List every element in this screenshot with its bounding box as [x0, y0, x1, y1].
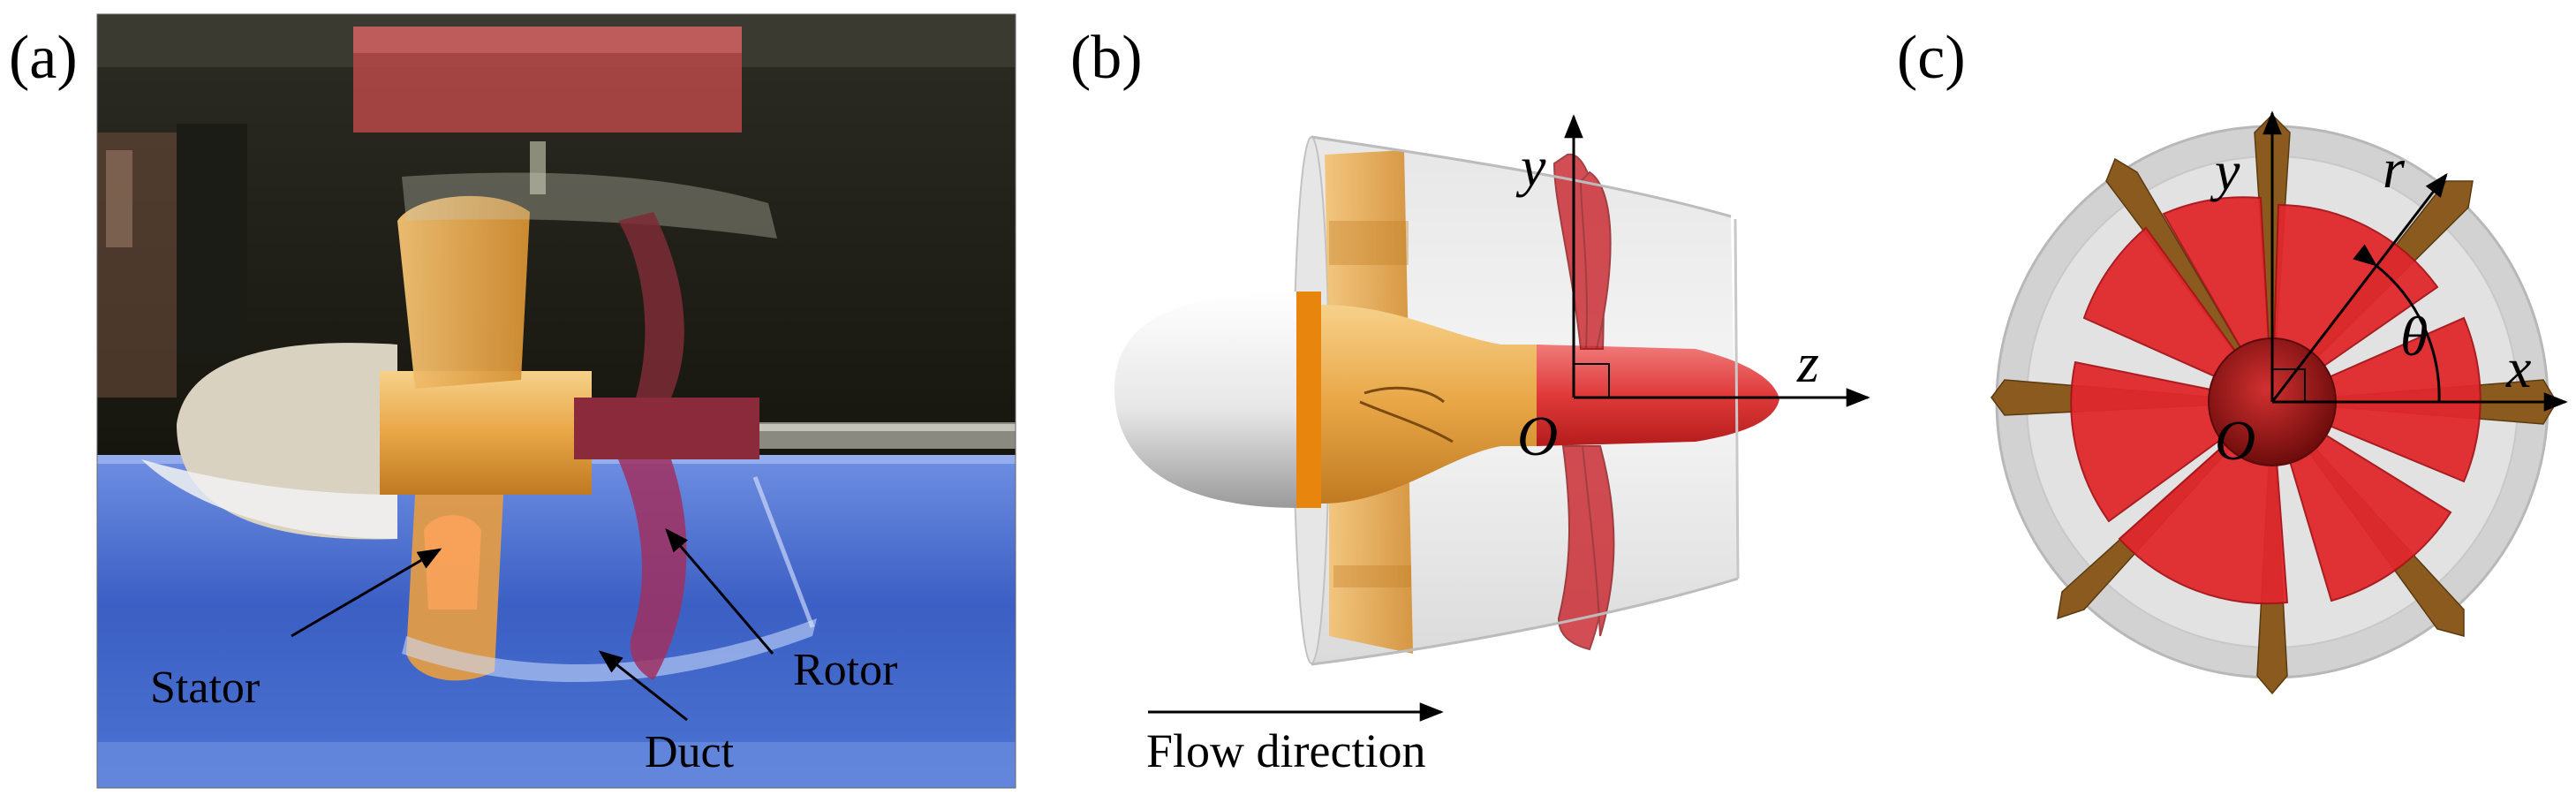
theta-label-c: θ: [2400, 305, 2428, 367]
rotor-label: Rotor: [793, 645, 897, 695]
flow-direction-label: Flow direction: [1146, 724, 1425, 777]
test-rig-photo: [97, 14, 1016, 788]
nose-cone-body: [1114, 292, 1316, 508]
x-axis-label-c: x: [2505, 337, 2531, 399]
duct-upper: [402, 172, 777, 239]
theta-arc: [2353, 244, 2441, 403]
stator-hub-body: [1321, 305, 1541, 504]
y-axis-label-b: y: [1515, 135, 1546, 198]
z-axis-label-b: z: [1796, 331, 1819, 394]
rotor-blade-upper: [618, 212, 684, 398]
rotor-hub: [574, 398, 759, 459]
rotor-blade-lower: [618, 459, 687, 680]
panel-a-label: (a): [9, 24, 78, 92]
stator-label: Stator: [150, 663, 260, 713]
panel-b-label: (b): [1070, 24, 1143, 92]
duct-lower: [402, 618, 817, 683]
duct-label: Duct: [645, 727, 735, 777]
stator-pointer: [291, 548, 442, 638]
rotor-sector-2: [2270, 316, 2482, 483]
origin-label-b: O: [1517, 405, 1558, 467]
stator-hub: [380, 371, 592, 495]
r-axis-label-c: r: [2383, 137, 2406, 200]
duct-pointer: [598, 650, 688, 722]
rotor-sector-3: [2270, 399, 2452, 602]
y-axis-label-c: y: [2210, 140, 2240, 202]
origin-label-c: O: [2215, 409, 2255, 472]
panel-c-label: (c): [1897, 24, 1966, 92]
nose-ring: [1296, 292, 1321, 508]
pump-jet-side-view: [1114, 135, 1779, 666]
pump-jet-front-view: [1991, 113, 2557, 695]
stator-blade-upper: [397, 195, 530, 389]
rotor-pointer: [665, 527, 774, 655]
rotor-hub: [1537, 345, 1779, 446]
vertical-strut: [530, 141, 546, 194]
r-axis-c: [2270, 172, 2448, 403]
